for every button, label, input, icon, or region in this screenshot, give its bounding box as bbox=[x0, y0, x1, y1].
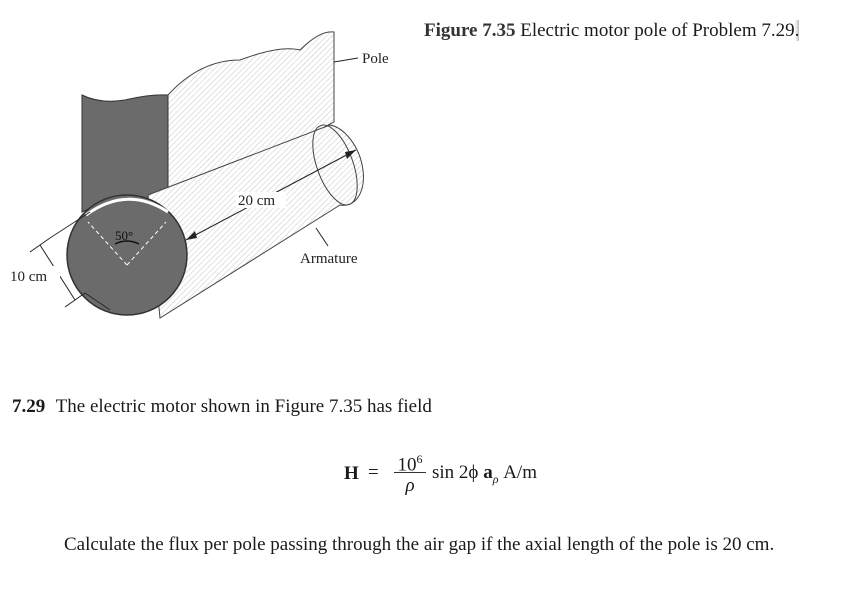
diameter-tick-bottom bbox=[64, 292, 86, 308]
numerator-base: 10 bbox=[397, 454, 417, 476]
fraction-numerator: 106 bbox=[392, 446, 428, 476]
equation-unit-vector-sub: ρ bbox=[492, 471, 499, 486]
pole-leader bbox=[333, 57, 359, 63]
fraction-bar bbox=[394, 472, 426, 473]
pole-label: Pole bbox=[362, 51, 389, 67]
equation-equals: = bbox=[368, 462, 379, 483]
air-gap-arc bbox=[85, 197, 169, 217]
equation-factor: sin 2ϕ bbox=[432, 462, 479, 483]
equation-unit: A/m bbox=[503, 462, 537, 483]
problem-statement: 7.29 The electric motor shown in Figure … bbox=[12, 396, 432, 418]
figure-number: Figure 7.35 bbox=[424, 20, 516, 41]
angle-line-right bbox=[126, 221, 167, 266]
angle-line-left bbox=[87, 221, 128, 266]
diameter-ext-bottom bbox=[84, 292, 111, 311]
armature-front-face bbox=[66, 194, 188, 316]
equation-lhs: H bbox=[344, 463, 359, 484]
diameter-tick-top bbox=[29, 237, 51, 253]
armature-label: Armature bbox=[300, 251, 358, 267]
armature-leader bbox=[315, 227, 329, 247]
angle-label: 50° bbox=[115, 228, 133, 243]
field-equation: H = 106 ρ sin 2ϕ aρ A/m bbox=[340, 446, 640, 506]
equation-rhs: sin 2ϕ aρ A/m bbox=[432, 462, 537, 487]
length-arrow-start bbox=[186, 231, 197, 240]
diameter-label: 10 cm bbox=[10, 269, 47, 285]
diameter-ext-top bbox=[49, 211, 91, 239]
figure-caption-suffix: . bbox=[794, 20, 800, 41]
length-arrow-end bbox=[345, 150, 356, 159]
motor-pole-figure: 50° 20 cm Pole Armature 10 cm bbox=[8, 31, 389, 319]
problem-intro-text: The electric motor shown in Figure 7.35 … bbox=[55, 396, 432, 417]
figure-caption-text: Electric motor pole of Problem 7.29 bbox=[520, 20, 795, 41]
pole-body bbox=[167, 31, 335, 211]
angle-arc bbox=[114, 240, 140, 245]
equation-fraction: 106 ρ bbox=[392, 446, 428, 499]
armature-end-outline bbox=[312, 124, 358, 206]
problem-number: 7.29 bbox=[12, 396, 46, 417]
equation-unit-vector: a bbox=[483, 462, 493, 483]
problem-question: Calculate the flux per pole passing thro… bbox=[64, 534, 775, 555]
fraction-denominator: ρ bbox=[405, 475, 415, 496]
length-label: 20 cm bbox=[238, 193, 275, 209]
figure-caption: Figure 7.35 Electric motor pole of Probl… bbox=[424, 20, 800, 42]
numerator-exponent: 6 bbox=[416, 452, 423, 466]
